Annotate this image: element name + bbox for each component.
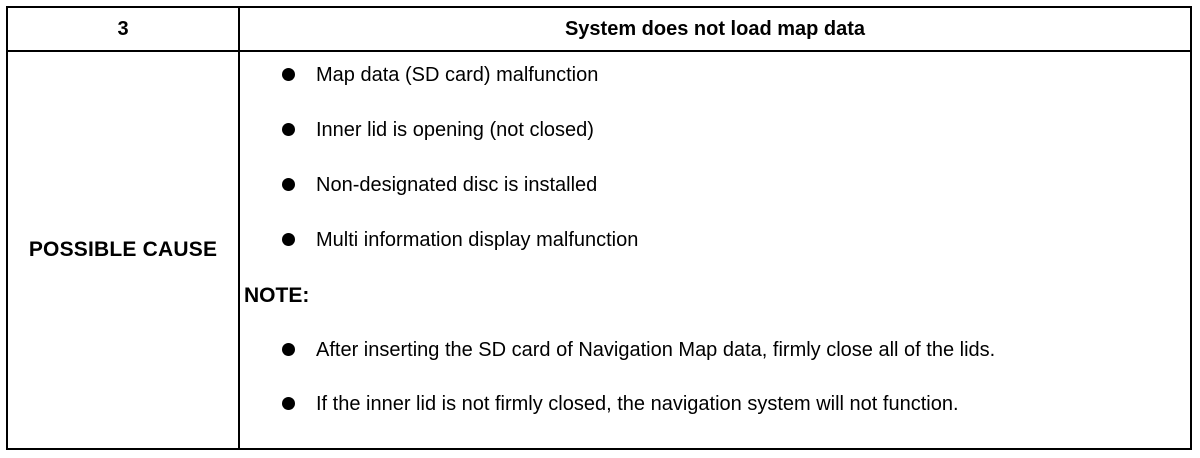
note-item: After inserting the SD card of Navigatio… <box>240 337 1180 363</box>
cause-item: Multi information display malfunction <box>240 227 1180 253</box>
cause-item: Non-designated disc is installed <box>240 172 1180 198</box>
bullet-icon <box>282 233 295 246</box>
note-heading: NOTE: <box>244 284 310 307</box>
cause-text: Inner lid is opening (not closed) <box>316 119 594 141</box>
cause-item: Map data (SD card) malfunction <box>240 62 1180 88</box>
cause-text: Map data (SD card) malfunction <box>316 64 599 86</box>
note-text: After inserting the SD card of Navigatio… <box>316 339 996 361</box>
bullet-icon <box>282 343 295 356</box>
note-item: If the inner lid is not firmly closed, t… <box>240 391 1180 417</box>
header-row: 3 System does not load map data <box>6 6 1192 52</box>
cause-text: Multi information display malfunction <box>316 229 639 251</box>
bullet-icon <box>282 123 295 136</box>
bullet-icon <box>282 68 295 81</box>
cause-list: Map data (SD card) malfunction Inner lid… <box>240 52 1180 253</box>
diagnosis-table: 3 System does not load map data POSSIBLE… <box>6 6 1192 450</box>
cause-row: POSSIBLE CAUSE Map data (SD card) malfun… <box>6 50 1192 450</box>
step-number: 3 <box>6 6 240 52</box>
note-text: If the inner lid is not firmly closed, t… <box>316 393 959 415</box>
cause-text: Non-designated disc is installed <box>316 174 598 196</box>
note-list: After inserting the SD card of Navigatio… <box>240 309 1180 417</box>
step-title: System does not load map data <box>238 6 1192 52</box>
bullet-icon <box>282 397 295 410</box>
bullet-icon <box>282 178 295 191</box>
cause-item: Inner lid is opening (not closed) <box>240 117 1180 143</box>
cause-content: Map data (SD card) malfunction Inner lid… <box>238 50 1192 450</box>
possible-cause-label: POSSIBLE CAUSE <box>6 50 240 450</box>
